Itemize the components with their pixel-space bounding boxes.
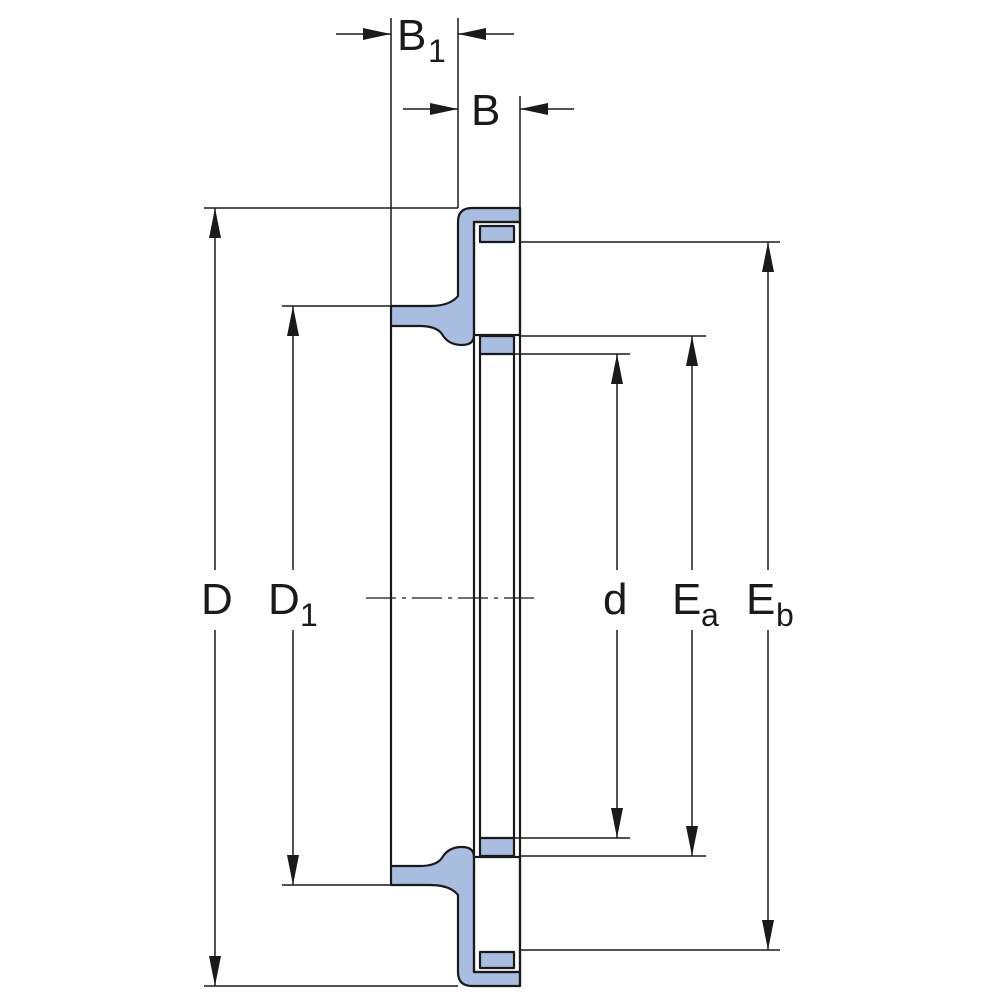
shaft-washer-top bbox=[478, 334, 516, 356]
label-eb-main: E bbox=[746, 575, 775, 624]
label-b1-sub: 1 bbox=[428, 33, 446, 69]
label-d1-main: D bbox=[268, 575, 300, 624]
dimension-eb: E b bbox=[520, 241, 794, 951]
dimension-d-outer: D bbox=[201, 207, 458, 987]
label-eb-sub: b bbox=[776, 597, 794, 633]
roller-top-small bbox=[478, 224, 516, 244]
label-ea-main: E bbox=[672, 575, 701, 624]
shaft-washer-bottom bbox=[478, 836, 516, 858]
bearing-section-top bbox=[389, 206, 522, 356]
label-d-bore: d bbox=[603, 575, 627, 624]
label-ea-sub: a bbox=[701, 597, 719, 633]
roller-bottom-small bbox=[478, 950, 516, 970]
bearing-section-bottom bbox=[389, 836, 522, 988]
label-d1-sub: 1 bbox=[300, 597, 318, 633]
label-b: B bbox=[471, 86, 500, 135]
dimension-d1: D 1 bbox=[268, 305, 391, 886]
label-b1-main: B bbox=[397, 11, 426, 60]
dimension-d-bore: d bbox=[514, 353, 630, 839]
label-d-outer: D bbox=[201, 575, 233, 624]
dimension-b1: B 1 bbox=[336, 11, 514, 306]
dimension-b: B bbox=[403, 86, 574, 208]
dimension-ea: E a bbox=[520, 335, 719, 857]
